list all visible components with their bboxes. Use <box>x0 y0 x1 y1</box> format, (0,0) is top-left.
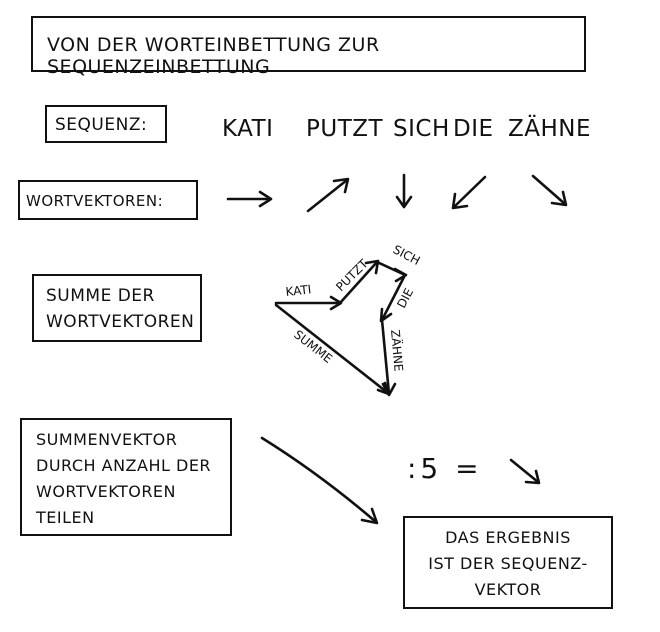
vector-chain <box>274 259 408 397</box>
sequence-label-box: SEQUENZ: <box>45 105 167 143</box>
title: VON DER WORTEINBETTUNG ZUR SEQUENZEINBET… <box>47 34 380 78</box>
divide-label-line-1: SUMMENVEKTOR <box>36 430 178 449</box>
result-line-1: DAS ERGEBNIS <box>445 528 571 547</box>
title-box: VON DER WORTEINBETTUNG ZUR SEQUENZEINBET… <box>31 16 586 78</box>
sum-label-line-1: SUMME DER <box>46 286 155 306</box>
word-vectors-label: WORTVEKTOREN: <box>26 192 164 210</box>
chain-label-sich: SICH <box>391 242 423 268</box>
divide-label-line-2: DURCH ANZAHL DER <box>36 456 212 475</box>
divide-label-line-4: TEILEN <box>36 508 95 527</box>
word-vector-arrow-putzt <box>306 177 350 213</box>
word-vector-arrow-sich <box>395 173 413 209</box>
word-putzt: PUTZT <box>306 116 384 142</box>
chain-label-zaehne: ZÄHNE <box>388 329 407 372</box>
divide-operation: :5 = <box>407 452 483 485</box>
sum-label-line-2: WORTVEKTOREN <box>46 312 195 332</box>
word-vector-arrow-zaehne <box>531 174 568 207</box>
word-vectors-label-box: WORTVEKTOREN: <box>18 180 198 220</box>
word-kati: KATI <box>222 116 274 142</box>
sum-label-box: SUMME DER WORTVEKTOREN <box>32 274 202 342</box>
sequence-label: SEQUENZ: <box>55 115 148 135</box>
word-vector-arrow-kati <box>226 190 273 208</box>
word-vector-arrow-die <box>451 175 487 210</box>
divide-label-box: SUMMENVEKTOR DURCH ANZAHL DER WORTVEKTOR… <box>20 418 232 536</box>
chain-label-kati: KATI <box>285 282 312 299</box>
word-die: DIE <box>453 116 494 142</box>
result-line-3: VEKTOR <box>474 580 542 599</box>
result-line-2: IST DER SEQUENZ- <box>428 554 588 573</box>
result-arrow <box>260 436 379 525</box>
result-box: DAS ERGEBNIS IST DER SEQUENZ- VEKTOR <box>403 516 613 609</box>
word-zaehne: ZÄHNE <box>508 116 592 142</box>
divide-label-line-3: WORTVEKTOREN <box>36 482 177 501</box>
word-sich: SICH <box>393 116 450 142</box>
result-vector-arrow <box>509 458 541 485</box>
